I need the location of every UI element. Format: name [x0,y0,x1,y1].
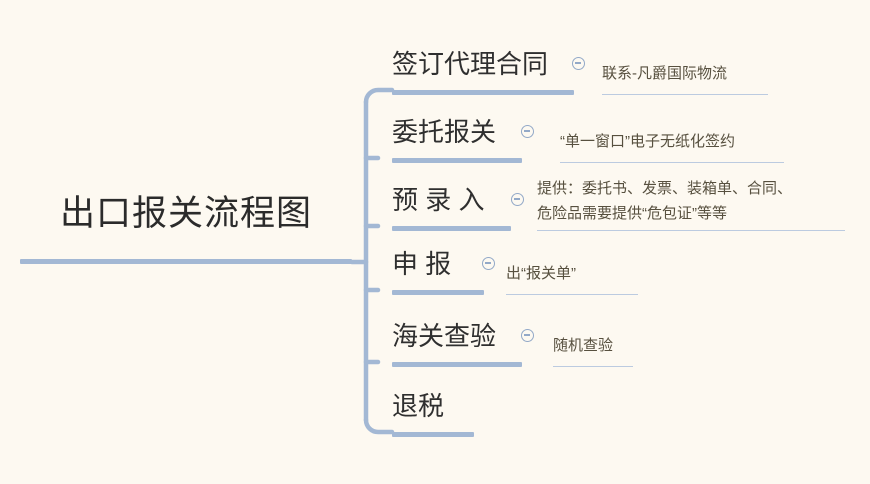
leaf-node-2-underline [560,162,784,163]
leaf-node-1[interactable]: 联系-凡爵国际物流 [602,63,768,95]
branch-node-5[interactable]: 海关查验 [392,317,522,367]
connector-branch-6 [363,417,395,435]
leaf-node-4-underline [506,294,638,295]
leaf-node-4-label: 出“报关单” [506,265,576,282]
leaf-node-2[interactable]: “单一窗口”电子无纸化签约 [560,131,784,163]
leaf-node-4[interactable]: 出“报关单” [506,263,638,295]
collapse-minus-icon[interactable] [521,125,534,138]
leaf-node-5-label: 随机查验 [553,337,614,354]
leaf-node-1-underline [602,94,768,95]
leaf-node-3-label-line2: 危险品需要提供“危包证”等等 [537,205,727,222]
root-node-label: 出口报关流程图 [59,194,312,233]
branch-node-4[interactable]: 申 报 [392,245,484,295]
branch-node-6-label: 退税 [392,391,445,421]
branch-node-6[interactable]: 退税 [392,387,474,437]
branch-node-3-label: 预 录 入 [392,185,485,215]
collapse-minus-icon[interactable] [572,57,585,70]
branch-node-2-underline [392,158,522,163]
leaf-node-5-underline [553,366,633,367]
branch-node-5-underline [392,362,522,367]
branch-node-1-underline [392,90,574,95]
root-node-underline [20,259,352,264]
collapse-minus-icon[interactable] [521,329,534,342]
branch-node-6-underline [392,432,474,437]
collapse-minus-icon[interactable] [511,193,524,206]
branch-node-2-label: 委托报关 [392,117,497,147]
leaf-node-1-label: 联系-凡爵国际物流 [602,65,727,82]
leaf-node-3[interactable]: 提供：委托书、发票、装箱单、合同、 危险品需要提供“危包证”等等 [537,176,845,231]
branch-node-3-underline [392,226,511,231]
branch-node-1-label: 签订代理合同 [392,49,549,79]
branch-node-3[interactable]: 预 录 入 [392,181,511,231]
branch-node-4-underline [392,290,484,295]
leaf-node-5[interactable]: 随机查验 [553,335,633,367]
branch-node-2[interactable]: 委托报关 [392,113,522,163]
branch-node-4-label: 申 报 [392,249,452,279]
leaf-node-2-label: “单一窗口”电子无纸化签约 [560,133,735,150]
branch-node-5-label: 海关查验 [392,321,497,351]
collapse-minus-icon[interactable] [482,257,495,270]
leaf-node-3-label-line1: 提供：委托书、发票、装箱单、合同、 [537,180,793,197]
root-node[interactable]: 出口报关流程图 [20,186,352,264]
leaf-node-3-underline [537,230,845,231]
connector-branch-1 [363,87,395,105]
branch-node-1[interactable]: 签订代理合同 [392,45,574,95]
